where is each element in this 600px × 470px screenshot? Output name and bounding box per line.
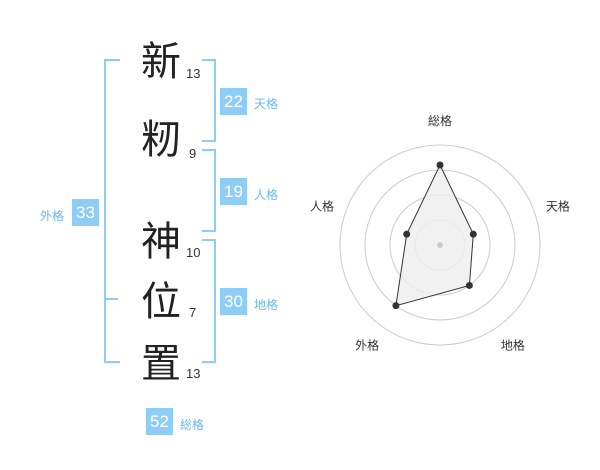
- radar-ring-4: [339, 144, 541, 346]
- name-char-3: 神: [141, 219, 181, 265]
- tenkaku-value: 22: [220, 88, 247, 115]
- tenkaku-label: 天格: [254, 97, 279, 111]
- jinkaku-value: 19: [220, 178, 247, 205]
- radar-axis-label-3: 地格: [501, 337, 525, 352]
- chikaku-value: 30: [220, 288, 247, 315]
- name-char-1: 新: [141, 39, 181, 85]
- stroke-count-3: 10: [186, 245, 201, 260]
- radar-point-1: [436, 161, 444, 169]
- radar-point-5: [403, 230, 411, 238]
- soukaku-label: 総格: [180, 418, 205, 432]
- name-char-5: 置: [141, 341, 181, 387]
- stroke-count-5: 13: [186, 366, 201, 381]
- gaikaku-bracket-tick: [104, 298, 118, 300]
- stroke-count-1: 13: [186, 66, 201, 81]
- radar-axis-label-5: 人格: [310, 199, 334, 214]
- name-char-4: 位: [141, 279, 181, 325]
- radar-point-4: [392, 302, 400, 310]
- stroke-count-2: 9: [189, 146, 197, 161]
- gaikaku-value: 33: [72, 199, 99, 226]
- stroke-count-4: 7: [189, 305, 197, 320]
- radar-point-2: [469, 230, 477, 238]
- radar-axis-label-1: 総格: [428, 113, 452, 128]
- gaikaku-label: 外格: [40, 209, 65, 223]
- radar-axis-label-4: 外格: [355, 337, 379, 352]
- chikaku-bracket: [202, 239, 216, 363]
- tenkaku-bracket: [202, 59, 216, 142]
- jinkaku-bracket: [202, 149, 216, 232]
- jinkaku-label: 人格: [254, 188, 279, 202]
- soukaku-value: 52: [146, 408, 173, 435]
- name-char-2: 籾: [141, 117, 181, 163]
- radar-axis-label-2: 天格: [546, 199, 570, 214]
- radar-data-polygon: [395, 163, 474, 307]
- chikaku-label: 地格: [254, 298, 279, 312]
- radar-point-3: [465, 281, 473, 289]
- radar-center-dot: [437, 242, 443, 248]
- gaikaku-bracket: [104, 59, 120, 363]
